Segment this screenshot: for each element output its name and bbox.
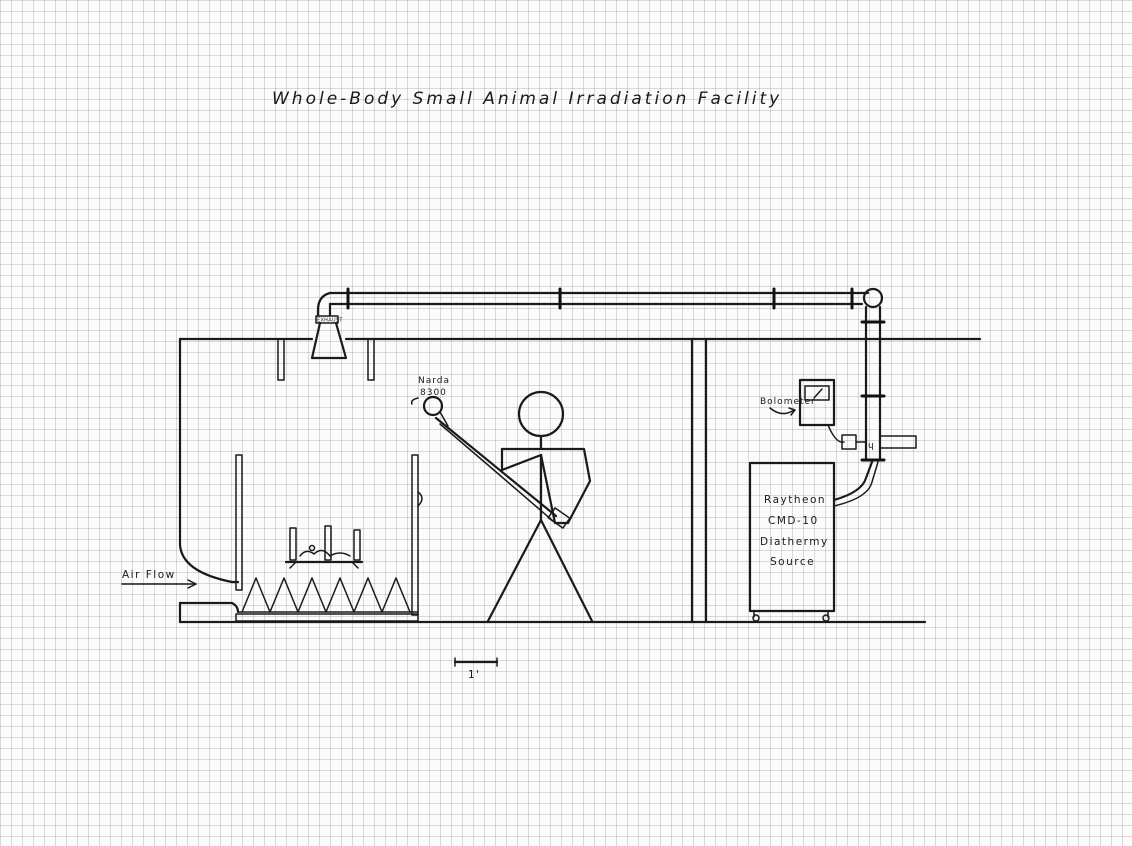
operator-head (517, 390, 565, 438)
exhaust-label: EXHAUST (317, 318, 343, 324)
diathermy-source: Raytheon CMD-10 Diathermy Source (748, 460, 879, 622)
narda-probe-icon (422, 395, 444, 417)
chamber-wall-right (411, 454, 419, 616)
source-label-line4: Source (770, 556, 815, 568)
bolometer-meter-icon (804, 385, 830, 401)
chamber-wall-left (235, 454, 243, 591)
rotary-joint (862, 287, 884, 309)
diagram-title: Whole-Body Small Animal Irradiation Faci… (272, 89, 782, 109)
probe-cable (434, 416, 558, 518)
svg-text:ɥ: ɥ (868, 441, 875, 451)
coupler-stub (879, 435, 917, 449)
horn-antenna: EXHAUST (310, 315, 348, 360)
rf-absorber-cones (241, 577, 411, 613)
ceiling-baffle (277, 338, 285, 381)
air-flow-label: Air Flow (122, 569, 176, 581)
narda-label-line1: Narda (418, 376, 450, 386)
air-inlet-lower-wall (178, 601, 240, 614)
source-cabinet (748, 461, 836, 613)
animal-holder (284, 525, 364, 569)
source-label-line1: Raytheon (764, 494, 826, 506)
scale-bar: 1' (453, 657, 499, 681)
narda-label-line2: 8300 (420, 388, 447, 398)
bolometer-label: Bolometer (760, 397, 816, 407)
anechoic-chamber: Air Flow (121, 454, 423, 622)
operator-figure: Narda 8300 (410, 376, 594, 623)
ceiling-baffle (367, 338, 375, 381)
room-structure (178, 337, 982, 624)
scale-label: 1' (468, 669, 481, 681)
source-coax-cable (832, 460, 874, 502)
operator-legs (486, 518, 594, 623)
bolometer-box (798, 378, 836, 427)
air-inlet-upper-wall (178, 337, 240, 584)
bolometer: Bolometer (760, 378, 845, 443)
source-label-line3: Diathermy (760, 536, 829, 548)
source-label-line2: CMD-10 (768, 515, 819, 527)
bolometer-cable (827, 424, 845, 443)
waveguide-pipe: ɥ (316, 287, 917, 462)
operator-torso (500, 447, 592, 525)
